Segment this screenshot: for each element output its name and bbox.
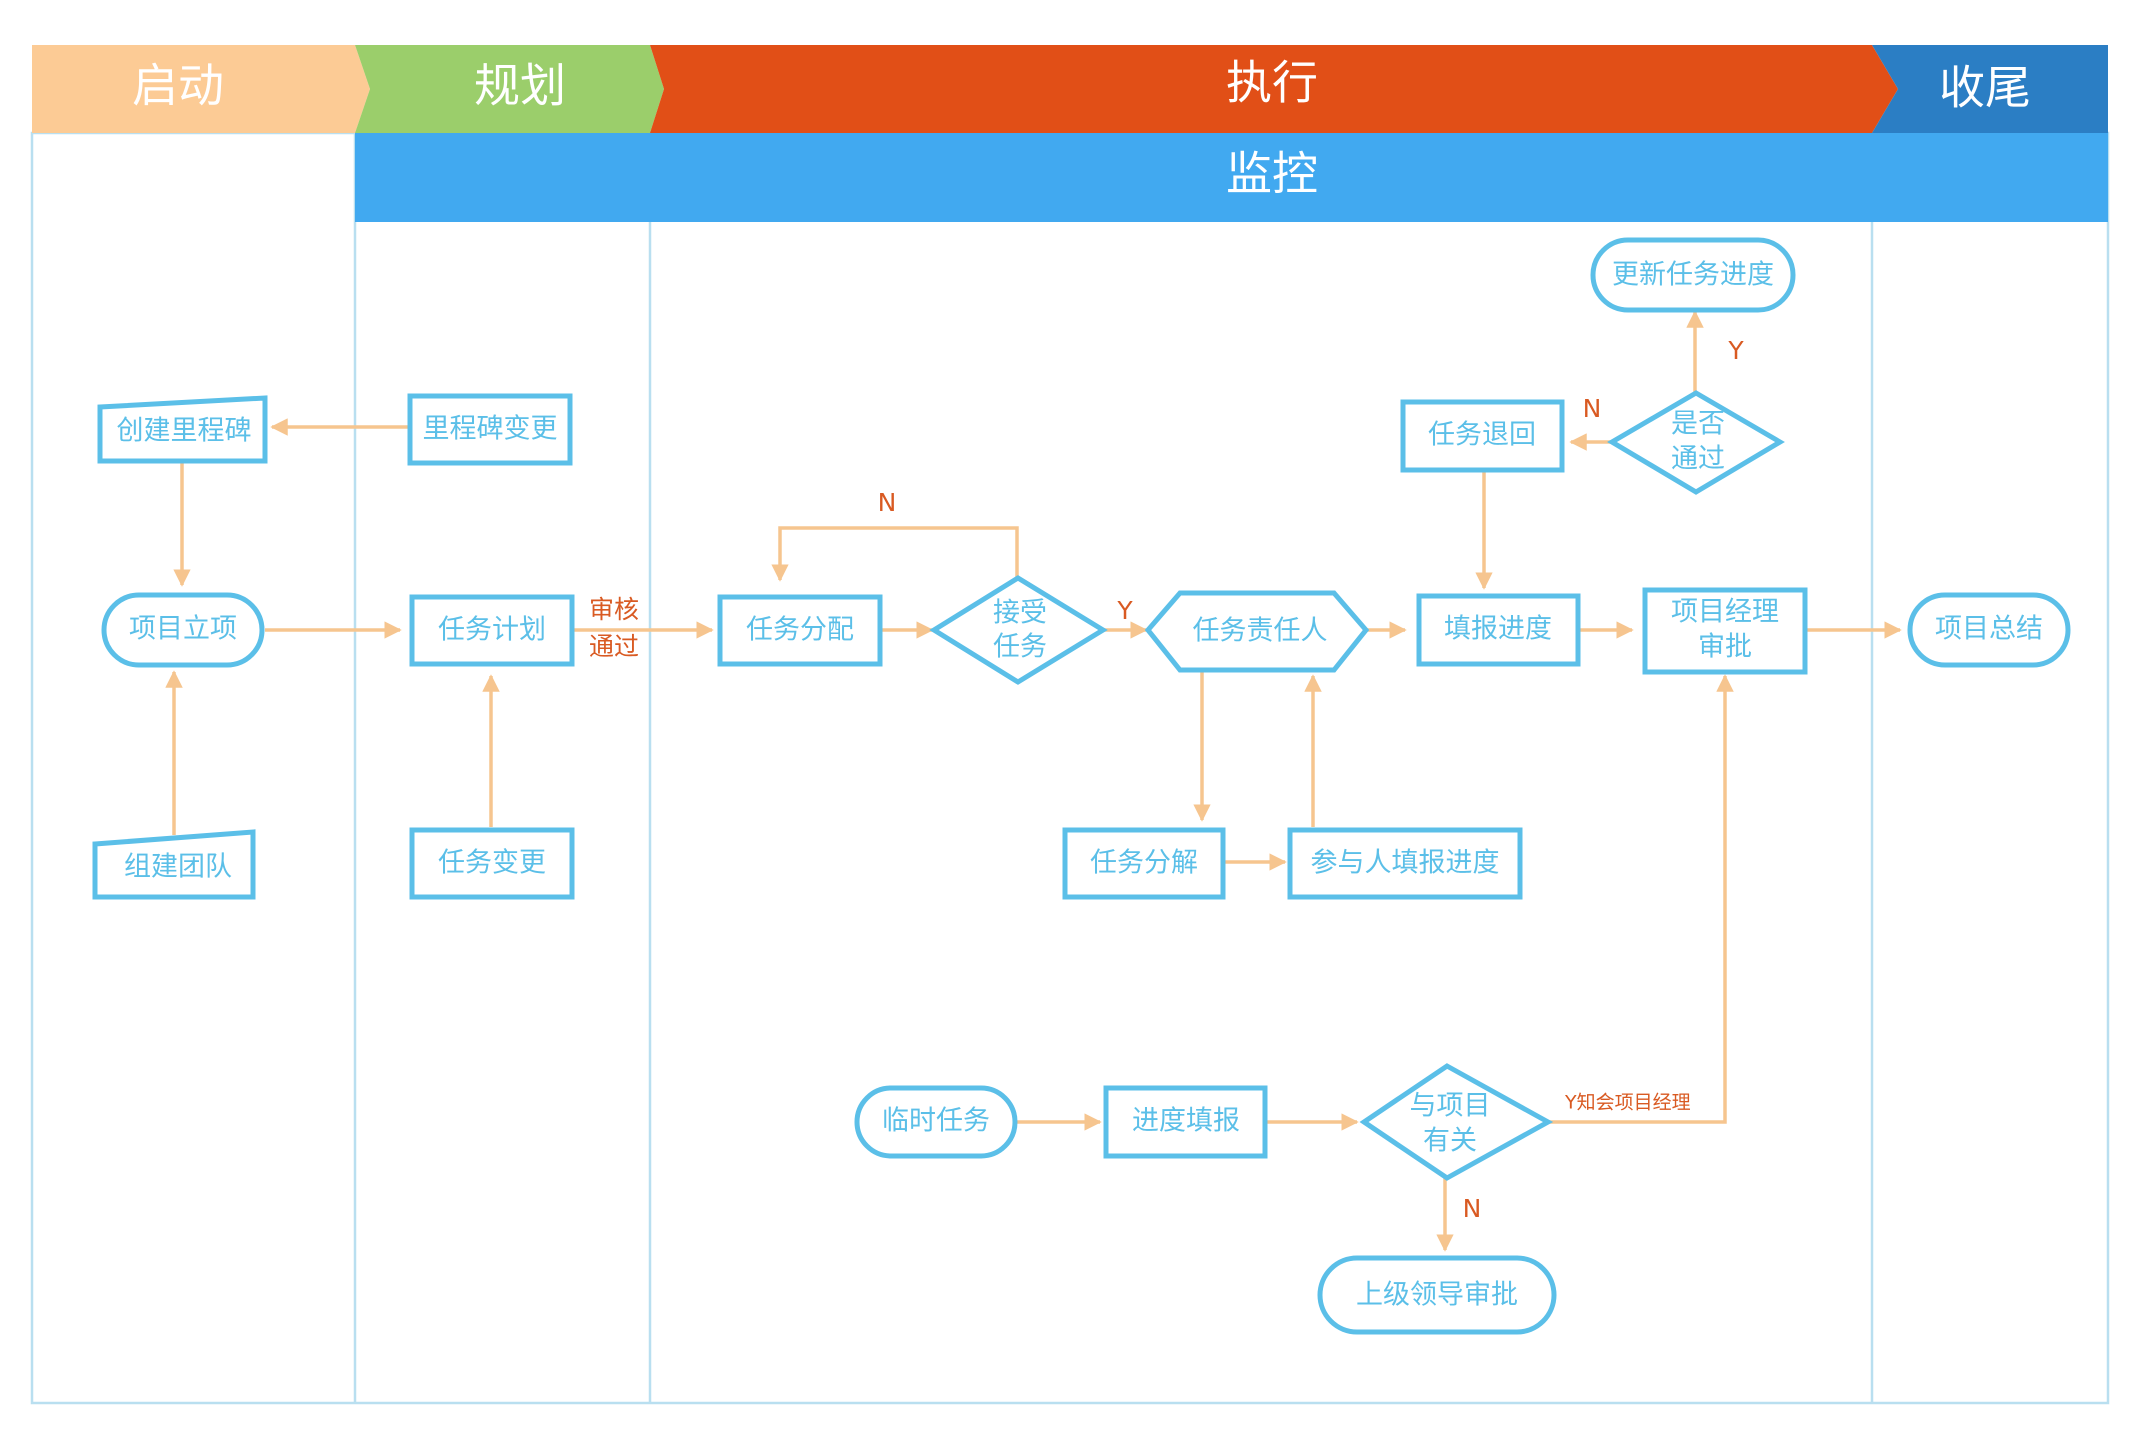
build-team-label: 组建团队: [124, 852, 232, 883]
phase-band-monitor: [355, 133, 2108, 222]
accept-yes-label: Y: [1116, 596, 1133, 625]
phase-label-close: 收尾: [1939, 61, 2031, 115]
node-task-breakdown[interactable]: 任务分解: [1062, 827, 1226, 900]
milestone-change-label: 里程碑变更: [423, 414, 558, 445]
related-check-label-2: 有关: [1423, 1126, 1477, 1157]
node-report-progress[interactable]: 填报进度: [1416, 593, 1581, 667]
phase-label-monitor: 监控: [1226, 147, 1318, 201]
node-project-setup[interactable]: 项目立项: [101, 592, 265, 668]
review-pass-label-2: 通过: [589, 632, 639, 661]
pass-check-label-2: 通过: [1671, 444, 1725, 475]
edge-accept-no-loop: [771, 526, 1019, 582]
report-progress-label: 填报进度: [1444, 614, 1552, 645]
project-summary-label: 项目总结: [1935, 614, 2043, 645]
related-no-label: N: [1463, 1194, 1482, 1223]
node-project-summary[interactable]: 项目总结: [1907, 592, 2071, 668]
node-pm-approve[interactable]: 项目经理 审批: [1642, 587, 1808, 675]
task-assign-label: 任务分配: [746, 615, 854, 646]
pass-no-label: N: [1583, 394, 1602, 423]
phase-header: 启动 规划 执行 收尾 监控: [32, 45, 2108, 222]
task-breakdown-label: 任务分解: [1090, 848, 1198, 879]
leader-approve-label: 上级领导审批: [1356, 1280, 1518, 1311]
accept-no-label: N: [878, 488, 897, 517]
phase-band-start: [32, 45, 370, 133]
pm-approve-label-2: 审批: [1698, 632, 1752, 663]
project-setup-label: 项目立项: [129, 614, 237, 645]
phase-label-execute: 执行: [1226, 56, 1318, 110]
pass-check-label-1: 是否: [1671, 409, 1725, 440]
task-plan-label: 任务计划: [438, 615, 546, 646]
accept-task-label-1: 接受: [993, 598, 1047, 629]
node-accept-task[interactable]: 接受 任务: [929, 575, 1108, 685]
pass-yes-label: Y: [1727, 336, 1744, 365]
task-change-label: 任务变更: [438, 848, 546, 879]
node-participant-report[interactable]: 参与人填报进度: [1287, 827, 1523, 900]
node-update-progress[interactable]: 更新任务进度: [1590, 237, 1796, 313]
node-temp-task[interactable]: 临时任务: [854, 1085, 1018, 1159]
phase-band-close: [1872, 45, 2108, 133]
progress-fill-label: 进度填报: [1132, 1106, 1240, 1137]
pm-approve-label-1: 项目经理: [1671, 597, 1779, 628]
phase-label-plan: 规划: [474, 59, 566, 113]
phase-band-execute: [650, 45, 1898, 133]
accept-task-label-2: 任务: [993, 632, 1047, 663]
related-yes-label: Y知会项目经理: [1564, 1092, 1691, 1114]
update-progress-label: 更新任务进度: [1612, 260, 1774, 291]
node-task-change[interactable]: 任务变更: [409, 827, 575, 900]
phase-label-start: 启动: [132, 59, 224, 113]
review-pass-label-1: 审核: [589, 595, 639, 624]
node-task-owner[interactable]: 任务责任人: [1144, 590, 1370, 673]
swimlanes: [30, 131, 2110, 1405]
node-pass-check[interactable]: 是否 通过: [1607, 390, 1785, 495]
node-task-plan[interactable]: 任务计划: [409, 594, 575, 667]
node-leader-approve[interactable]: 上级领导审批: [1317, 1255, 1557, 1335]
node-build-team[interactable]: 组建团队: [92, 829, 256, 900]
lane-frame: [30, 131, 2110, 1405]
node-related-check[interactable]: 与项目 有关: [1359, 1063, 1554, 1181]
node-task-assign[interactable]: 任务分配: [717, 594, 883, 667]
task-return-label: 任务退回: [1428, 420, 1536, 451]
node-milestone-change[interactable]: 里程碑变更: [407, 393, 573, 466]
create-milestone-label: 创建里程碑: [117, 416, 252, 447]
task-owner-label: 任务责任人: [1193, 616, 1328, 647]
node-task-return[interactable]: 任务退回: [1400, 399, 1565, 473]
edge-related-yes: [1548, 674, 1734, 1124]
node-create-milestone[interactable]: 创建里程碑: [97, 395, 268, 464]
phase-band-plan: [355, 45, 664, 133]
related-check-label-1: 与项目: [1410, 1091, 1491, 1122]
connectors: [165, 310, 1902, 1252]
node-progress-fill[interactable]: 进度填报: [1103, 1085, 1268, 1159]
participant-report-label: 参与人填报进度: [1311, 848, 1500, 879]
temp-task-label: 临时任务: [882, 1106, 990, 1137]
